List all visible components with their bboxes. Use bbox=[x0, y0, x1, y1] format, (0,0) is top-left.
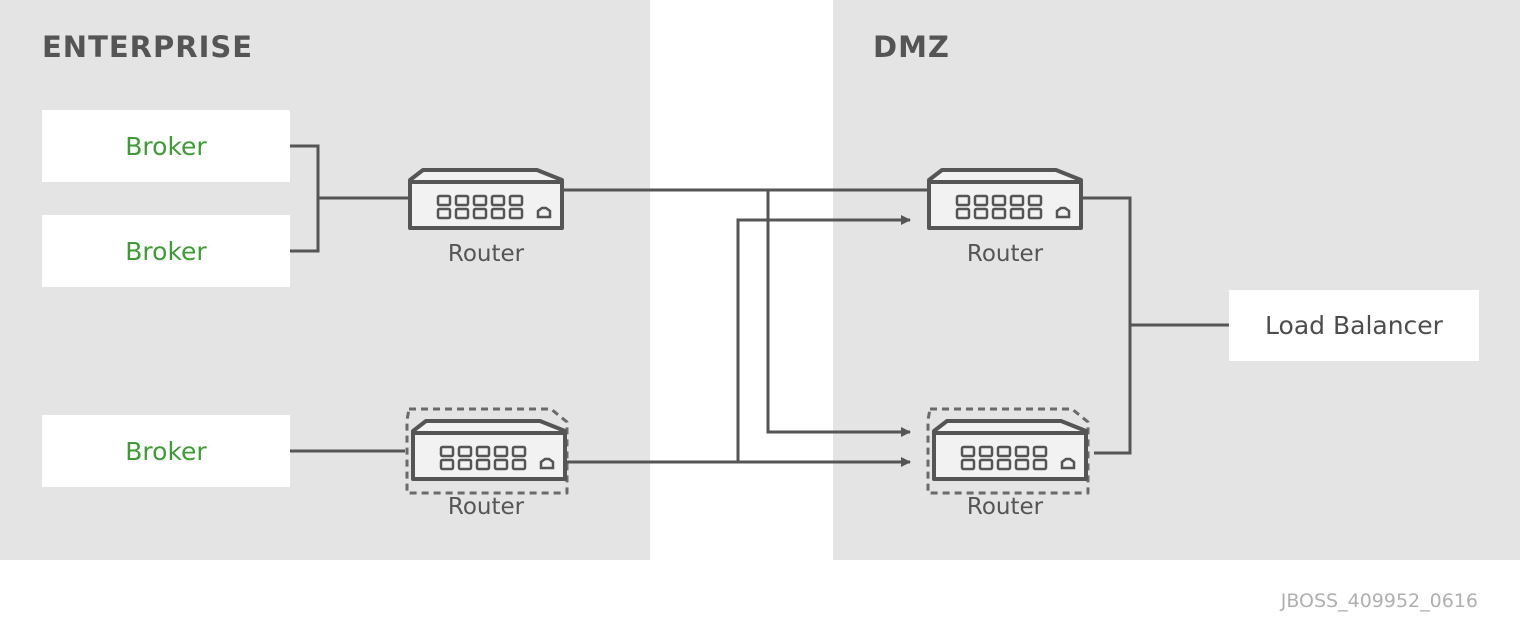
router-icon bbox=[926, 407, 1090, 495]
wire-router1-router4 bbox=[766, 190, 911, 437]
router-icon bbox=[927, 168, 1083, 230]
load-balancer-box: Load Balancer bbox=[1229, 290, 1479, 361]
broker-box: Broker bbox=[42, 415, 290, 487]
router-label: Router bbox=[447, 241, 525, 267]
router-label: Router bbox=[966, 241, 1044, 267]
router-icon bbox=[405, 407, 569, 495]
broker-box: Broker bbox=[42, 110, 290, 182]
router-icon bbox=[408, 168, 564, 230]
wire-broker1 bbox=[290, 144, 320, 198]
dmz-title: DMZ bbox=[873, 30, 950, 64]
wire-router2-router3 bbox=[736, 215, 911, 462]
broker-box: Broker bbox=[42, 215, 290, 287]
router-label: Router bbox=[966, 494, 1044, 520]
wire-router3-lb bbox=[1082, 196, 1132, 455]
router-label: Router bbox=[447, 494, 525, 520]
figure-code: JBOSS_409952_0616 bbox=[1280, 590, 1478, 612]
enterprise-title: ENTERPRISE bbox=[42, 30, 254, 64]
wire-broker2 bbox=[290, 198, 320, 253]
